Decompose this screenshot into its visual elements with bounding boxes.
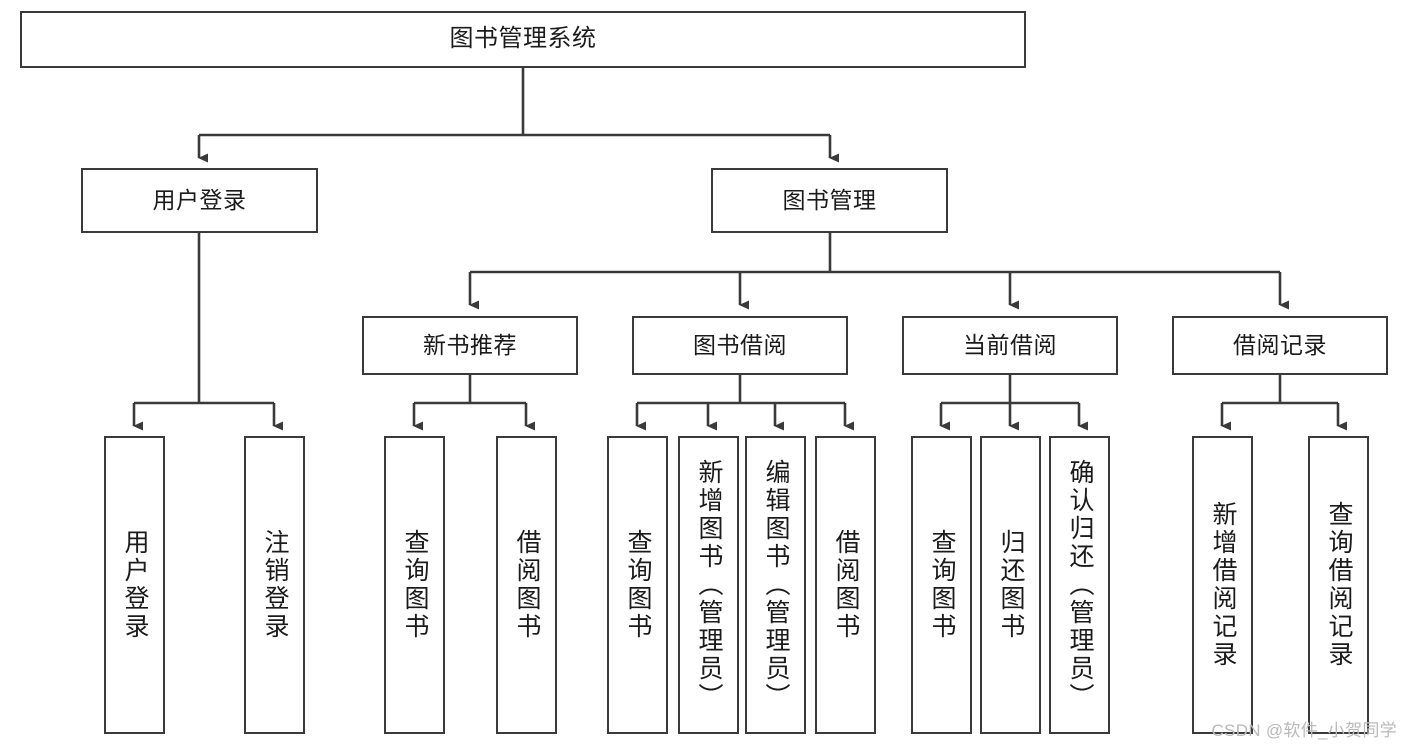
leaf-current-confirm-return[interactable]: 确认归还（管理员） <box>1049 436 1110 734</box>
node-label: 当前借阅 <box>963 331 1057 358</box>
node-label: 图书管理系统 <box>449 25 597 53</box>
node-label: 用户登录 <box>121 529 149 641</box>
leaf-user-login[interactable]: 用户登录 <box>104 436 165 734</box>
node-label: 新书推荐 <box>423 331 517 358</box>
leaf-user-logout[interactable]: 注销登录 <box>244 436 305 734</box>
node-root-system[interactable]: 图书管理系统 <box>20 11 1026 68</box>
node-label: 归还图书 <box>997 529 1025 641</box>
leaf-record-query[interactable]: 查询借阅记录 <box>1308 436 1369 734</box>
node-label: 借阅图书 <box>513 529 541 641</box>
leaf-borrow-query-book[interactable]: 查询图书 <box>607 436 668 734</box>
node-label: 确认归还（管理员） <box>1066 459 1094 711</box>
node-book-management[interactable]: 图书管理 <box>711 168 948 233</box>
node-new-book-recommend[interactable]: 新书推荐 <box>362 316 578 375</box>
watermark: CSDN @软件_小贺同学 <box>1211 721 1397 740</box>
node-label: 新增借阅记录 <box>1209 501 1237 669</box>
leaf-current-return-book[interactable]: 归还图书 <box>980 436 1041 734</box>
leaf-new-book-borrow[interactable]: 借阅图书 <box>496 436 557 734</box>
leaf-borrow-book[interactable]: 借阅图书 <box>815 436 876 734</box>
node-label: 图书借阅 <box>693 331 787 358</box>
node-user-login[interactable]: 用户登录 <box>81 168 318 233</box>
node-label: 查询图书 <box>624 529 652 641</box>
leaf-current-query-book[interactable]: 查询图书 <box>911 436 972 734</box>
node-label: 图书管理 <box>782 186 877 213</box>
leaf-record-add[interactable]: 新增借阅记录 <box>1192 436 1253 734</box>
node-label: 借阅记录 <box>1233 331 1327 358</box>
node-label: 查询图书 <box>928 529 956 641</box>
node-borrow-record[interactable]: 借阅记录 <box>1172 316 1388 375</box>
node-label: 注销登录 <box>261 529 289 641</box>
leaf-borrow-edit-book[interactable]: 编辑图书（管理员） <box>745 436 806 734</box>
node-label: 用户登录 <box>152 186 247 213</box>
leaf-new-book-query[interactable]: 查询图书 <box>384 436 445 734</box>
node-label: 查询借阅记录 <box>1325 501 1353 669</box>
node-current-borrow[interactable]: 当前借阅 <box>902 316 1118 375</box>
node-label: 查询图书 <box>401 529 429 641</box>
leaf-borrow-add-book[interactable]: 新增图书（管理员） <box>678 436 739 734</box>
node-book-borrow[interactable]: 图书借阅 <box>632 316 848 375</box>
node-label: 编辑图书（管理员） <box>762 459 790 711</box>
node-label: 借阅图书 <box>832 529 860 641</box>
node-label: 新增图书（管理员） <box>695 459 723 711</box>
